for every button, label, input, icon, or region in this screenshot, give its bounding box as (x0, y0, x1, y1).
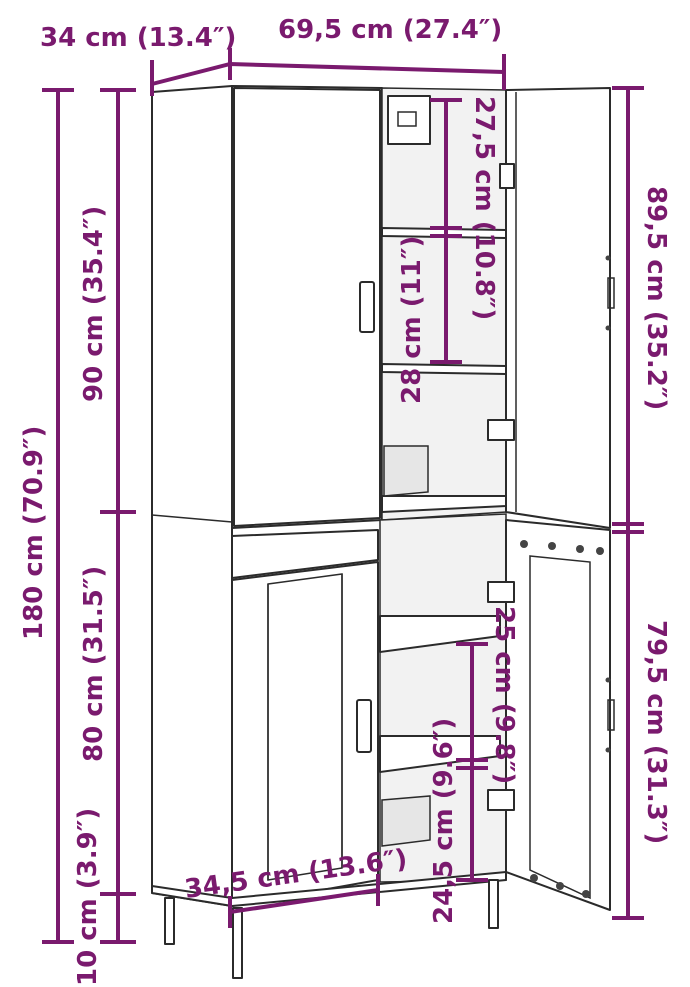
upper-door-handle (359, 281, 375, 333)
width-label: 69,5 cm (27.4″) (278, 15, 502, 45)
depth-label: 34 cm (13.4″) (40, 23, 236, 53)
leg (488, 879, 499, 929)
leg (232, 907, 243, 979)
lower-door-handle (356, 699, 372, 753)
hinges (487, 163, 515, 811)
upper-compartment-label: 27,5 cm (10.8″) (469, 96, 499, 320)
upper-left-door (233, 87, 381, 527)
middle-drawer (231, 529, 379, 579)
lower-shelf-upper-label: 25 cm (9.8″) (489, 606, 519, 784)
dimension-labels: 34 cm (13.4″) 69,5 cm (27.4″) 180 cm (70… (19, 15, 671, 986)
leg-height-label: 10 cm (3.9″) (73, 808, 103, 986)
lower-right-door (505, 519, 611, 911)
lower-shelf-lower-label: 24,5 cm (9.6″) (429, 718, 459, 924)
top-section-height-label: 90 cm (35.4″) (79, 206, 109, 402)
cabinet-drawing (151, 85, 615, 979)
dimension-lines (42, 48, 644, 944)
bottom-section-height-label: 80 cm (31.5″) (79, 566, 109, 762)
top-door-height-label: 89,5 cm (35.2″) (641, 186, 671, 410)
middle-compartment-label: 28 cm (11″) (397, 236, 427, 404)
leg (164, 897, 175, 945)
bottom-door-height-label: 79,5 cm (31.3″) (641, 620, 671, 844)
upper-right-door (505, 87, 611, 529)
total-height-label: 180 cm (70.9″) (19, 426, 49, 640)
